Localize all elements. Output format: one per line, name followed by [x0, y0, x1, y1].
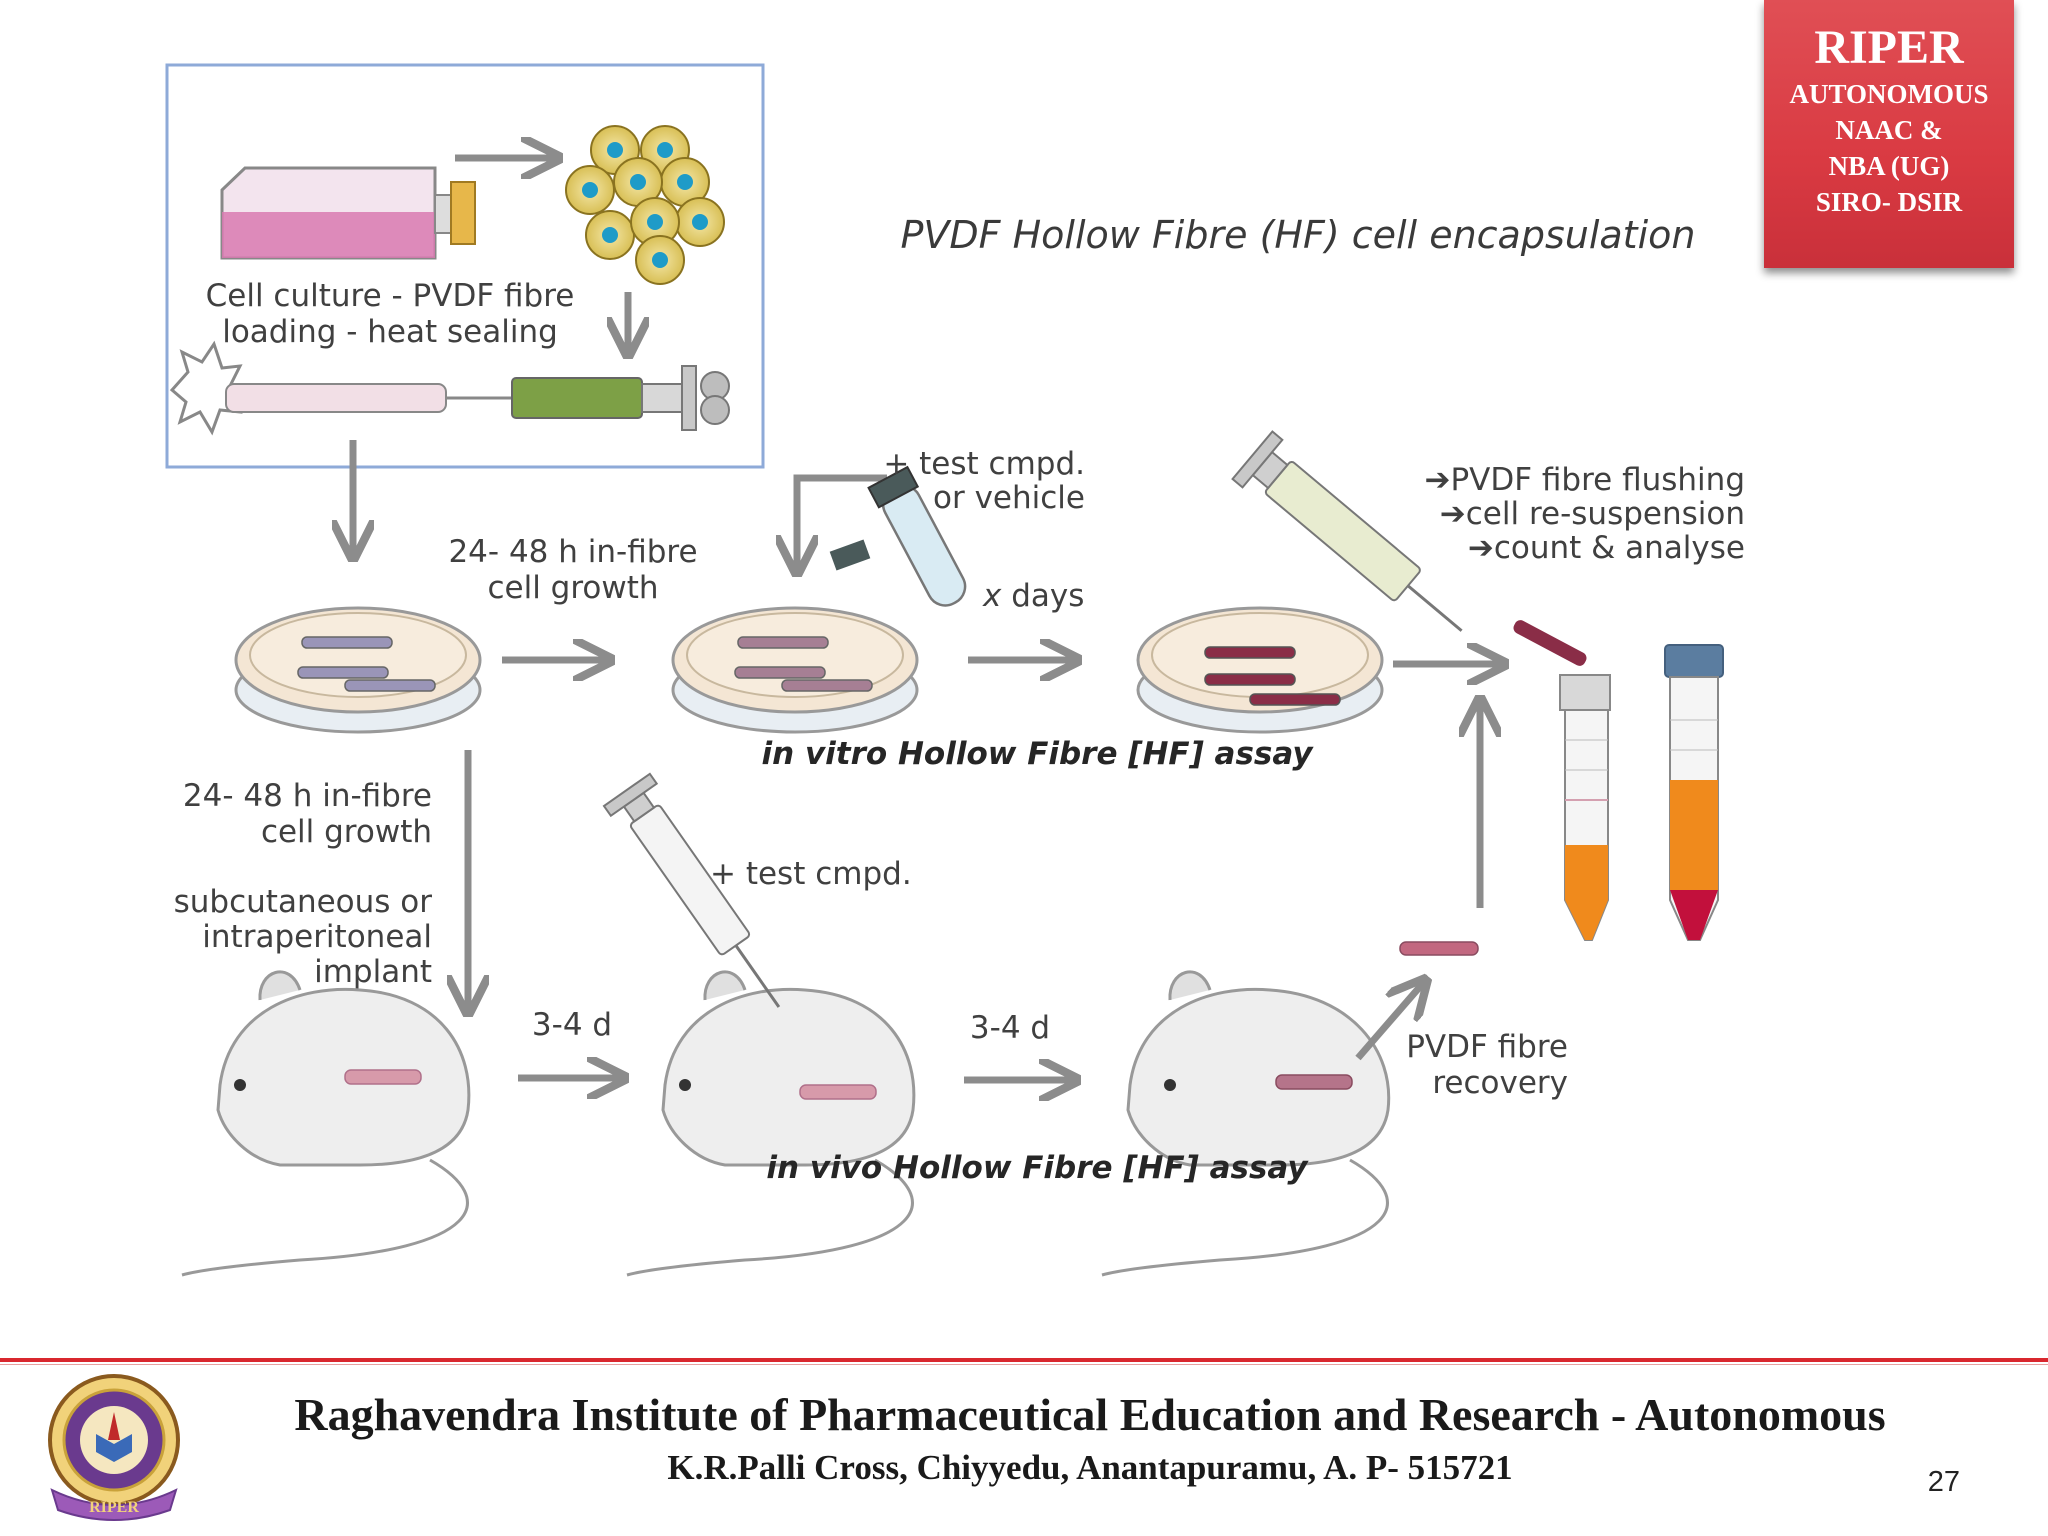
- petri-dish-1: [234, 606, 482, 734]
- growth-label-2b: cell growth: [261, 814, 432, 850]
- badge-line-3: NBA (UG): [1828, 151, 1950, 181]
- tube-cap: [829, 539, 871, 571]
- badge-line-1: AUTONOMOUS: [1789, 79, 1989, 109]
- test-tube-vehicle: [867, 465, 967, 607]
- mouse-1: [181, 970, 471, 1277]
- loading-syringe: [511, 365, 730, 431]
- petri-dish-3: [1136, 606, 1384, 734]
- mouse-3: [1101, 970, 1391, 1277]
- recovered-fibre: [1399, 941, 1479, 956]
- box-label-1: Cell culture - PVDF fibre: [206, 278, 575, 314]
- culture-flask: [220, 166, 476, 260]
- fibre-being-flushed: [1513, 620, 1587, 666]
- box-label-2: loading - heat sealing: [222, 314, 558, 350]
- accreditation-badge: RIPER AUTONOMOUS NAAC & NBA (UG) SIRO- D…: [1764, 0, 2014, 268]
- flush-label-3: ➔count & analyse: [1468, 530, 1745, 566]
- svg-text:RIPER: RIPER: [89, 1499, 139, 1516]
- footer-divider-thin: [0, 1364, 2048, 1365]
- pvdf-fibre: [225, 383, 447, 413]
- implant-label-3: implant: [314, 954, 432, 990]
- centrifuge-tube-orange: [1559, 674, 1611, 941]
- centrifuge-tube-red: [1664, 644, 1724, 941]
- badge-title: RIPER: [1814, 21, 1964, 74]
- hollow-fibre-diagram: Cell culture - PVDF fibre loading - heat…: [165, 63, 1745, 1277]
- badge-line-4: SIRO- DSIR: [1815, 187, 1963, 217]
- mouse-2: [626, 970, 916, 1277]
- institute-address: K.R.Palli Cross, Chiyyedu, Anantapuramu,…: [667, 1448, 1513, 1487]
- diagram-title: PVDF Hollow Fibre (HF) cell encapsulatio…: [901, 213, 1696, 257]
- petri-dish-2: [671, 606, 919, 734]
- growth-label-2a: 24- 48 h in-fibre: [183, 778, 432, 814]
- test-cmpd-label-a: + test cmpd.: [883, 446, 1085, 482]
- cell-cluster: [565, 125, 725, 285]
- institute-logo: RIPER: [48, 1374, 180, 1521]
- institute-name: Raghavendra Institute of Pharmaceutical …: [294, 1389, 1886, 1440]
- recovery-label-1: PVDF fibre: [1406, 1029, 1568, 1065]
- page-number: 27: [1927, 1466, 1960, 1498]
- flush-label-2: ➔cell re-suspension: [1440, 496, 1745, 532]
- duration-label-2: 3-4 d: [970, 1010, 1050, 1046]
- growth-label-1a: 24- 48 h in-fibre: [448, 534, 697, 570]
- footer-divider: [0, 1358, 2048, 1362]
- flushing-syringe: [1231, 430, 1463, 632]
- cell-culture-box: Cell culture - PVDF fibre loading - heat…: [165, 63, 765, 469]
- implant-label-1: subcutaneous or: [174, 884, 433, 920]
- test-cmpd-label-b: or vehicle: [933, 480, 1085, 516]
- duration-label-1: 3-4 d: [532, 1007, 612, 1043]
- test-cmpd-2-label: + test cmpd.: [710, 856, 912, 892]
- badge-line-2: NAAC &: [1835, 115, 1943, 145]
- in-vitro-label: in vitro Hollow Fibre [HF] assay: [761, 736, 1314, 772]
- recovery-label-2: recovery: [1432, 1065, 1568, 1101]
- flush-label-1: ➔PVDF fibre flushing: [1424, 462, 1745, 498]
- implant-label-2: intraperitoneal: [202, 919, 432, 955]
- injection-syringe: [602, 772, 781, 1008]
- x-days-label: x days: [982, 578, 1084, 614]
- in-vivo-label: in vivo Hollow Fibre [HF] assay: [766, 1150, 1309, 1186]
- growth-label-1b: cell growth: [487, 570, 658, 606]
